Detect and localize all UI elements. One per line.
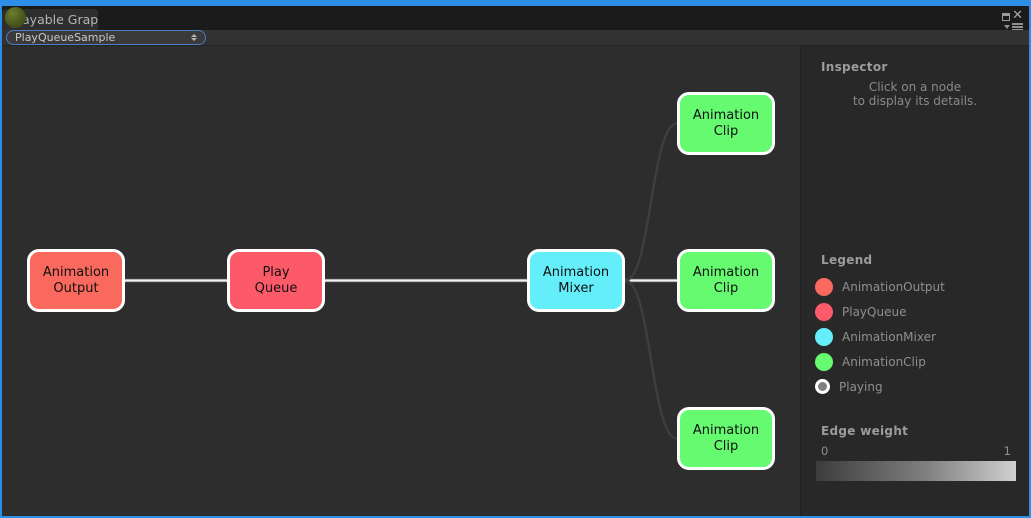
legend-item-label: Playing [839,379,883,394]
node-label-line2: Output [53,280,99,296]
node-label-line2: Clip [713,438,739,454]
edge-weight-max-label: 1 [1003,444,1011,458]
legend-item-label: AnimationOutput [842,279,945,294]
node-label-line1: Animation [692,107,760,123]
inspector-hint-line2: to display its details. [852,94,978,108]
legend-item-label: AnimationMixer [842,329,936,344]
node-label-line2: Queue [254,280,298,296]
window-titlebar: Playable Graph ✕ [2,6,1029,31]
graph-selector-dropdown[interactable]: PlayQueueSample [6,30,206,45]
close-icon[interactable]: ✕ [1012,8,1023,23]
legend-color-dot [815,379,830,394]
legend-color-dot [815,277,833,296]
edge-weight-title: Edge weight [821,424,909,438]
node-label-line2: Mixer [558,280,594,296]
legend-color-dot [815,302,833,321]
legend-item-animationoutput: AnimationOutput [815,274,1019,299]
hamburger-icon [1012,23,1023,31]
edge-weight-min-label: 0 [821,444,829,458]
node-label-line1: Animation [42,264,110,280]
node-label-line1: Animation [692,422,760,438]
graph-edge [624,279,678,440]
tab-playable-graph[interactable]: Playable Graph [2,9,98,31]
graph-selector-value: PlayQueueSample [15,30,116,44]
node-label-line1: Animation [692,264,760,280]
inspector-title: Inspector [821,60,888,74]
popup-arrows-icon [191,34,197,41]
inspector-hint: Click on a node to display its details. [801,80,1029,108]
graph-edges [125,122,678,440]
legend-title: Legend [821,253,873,267]
legend-item-animationclip: AnimationClip [815,349,1019,374]
legend-item-playing: Playing [815,374,1019,399]
node-label-line2: Clip [713,123,739,139]
node-label-line1: Play [262,264,290,280]
node-label-line2: Clip [713,280,739,296]
graph-toolbar: PlayQueueSample [2,30,1029,46]
legend-item-label: AnimationClip [842,354,926,369]
graph-edge [624,122,678,282]
inspector-panel: Inspector Click on a node to display its… [800,46,1029,516]
legend-color-dot [815,327,833,346]
legend-item-playqueue: PlayQueue [815,299,1019,324]
node-label-line1: Animation [542,264,610,280]
maximize-icon[interactable] [1002,13,1010,21]
tab-options-menu-icon[interactable] [1004,23,1023,31]
chevron-down-icon [1004,24,1010,29]
window-icon [5,7,26,28]
inspector-hint-line1: Click on a node [868,80,962,94]
legend-item-animationmixer: AnimationMixer [815,324,1019,349]
edge-weight-gradient [816,461,1016,481]
legend-item-label: PlayQueue [842,304,907,319]
legend-color-dot [815,352,833,371]
